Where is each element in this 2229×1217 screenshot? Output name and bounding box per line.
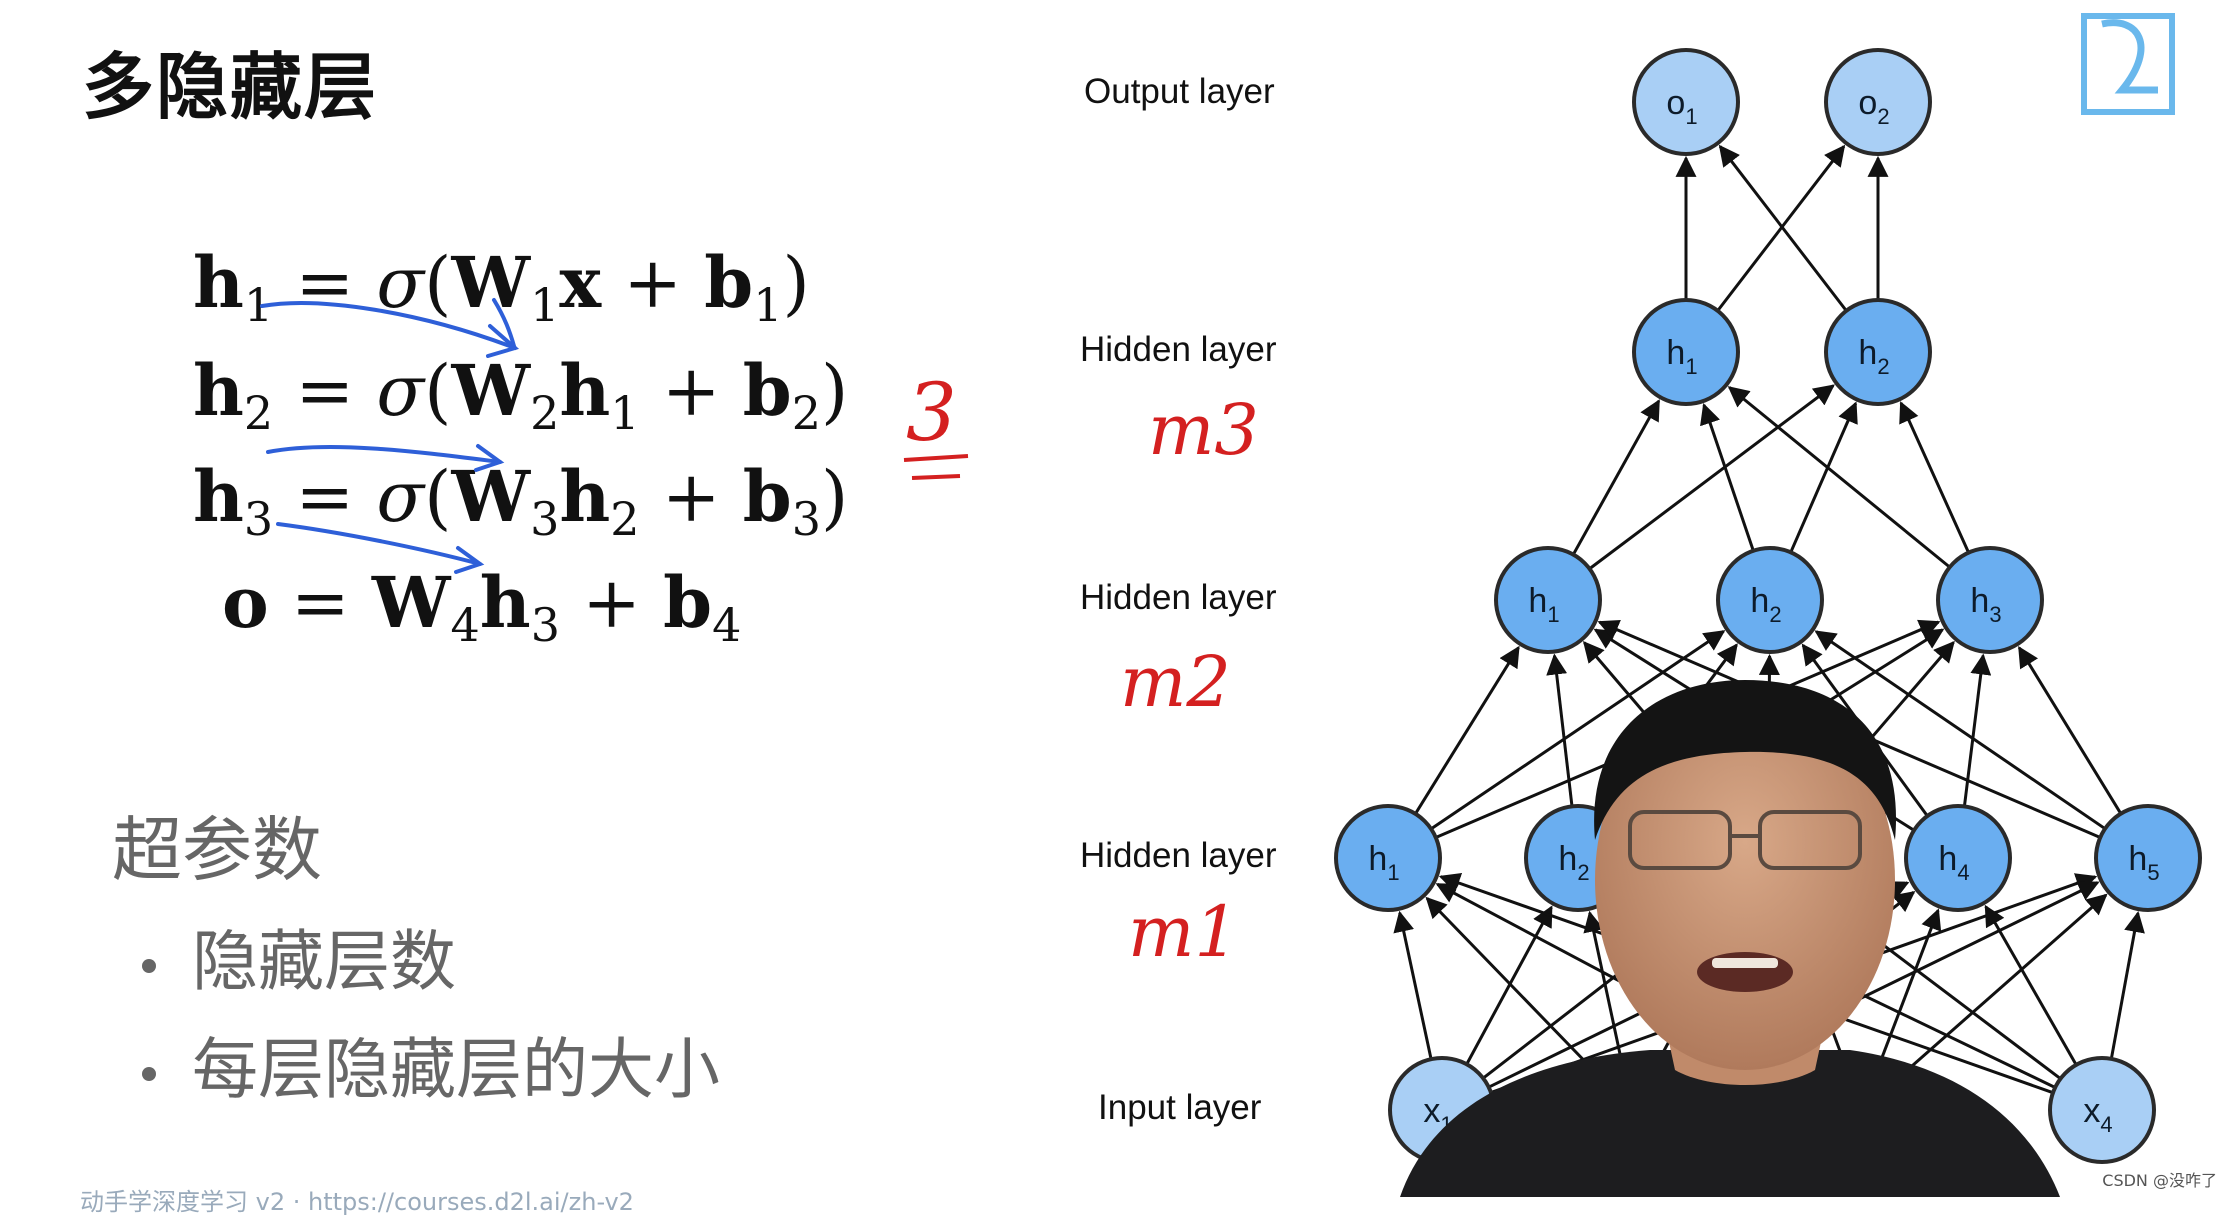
node-circle — [1826, 50, 1930, 154]
edge-hidden3-node-1-to-output-node-2 — [1718, 146, 1844, 310]
node-circle — [1718, 548, 1822, 652]
csdn-credit: CSDN @没咋了 — [2102, 1167, 2217, 1191]
hidden3-node-1: h1 — [1634, 300, 1738, 404]
footer-caption: 动手学深度学习 v2 · https://courses.d2l.ai/zh-v… — [80, 1182, 634, 1217]
node-circle — [1336, 806, 1440, 910]
hidden2-node-2: h2 — [1718, 548, 1822, 652]
handwriting: 3 m3 m2 m1 — [904, 366, 1259, 973]
edge-hidden2-node-3-to-hidden3-node-1 — [1729, 387, 1949, 567]
handwritten-m3: m3 — [1148, 389, 1259, 471]
handwritten-equals — [904, 456, 968, 478]
edge-input-node-4-to-hidden1-node-4 — [1986, 907, 2076, 1065]
handwritten-m1: m1 — [1128, 891, 1239, 973]
node-circle — [1634, 300, 1738, 404]
hidden1-node-5: h5 — [2096, 806, 2200, 910]
edge-input-node-1-to-hidden1-node-2 — [1467, 907, 1552, 1064]
edge-hidden3-node-2-to-output-node-1 — [1720, 146, 1846, 310]
video-logo-icon — [2078, 6, 2178, 118]
node-circle — [1826, 300, 1930, 404]
hidden2-node-1: h1 — [1496, 548, 1600, 652]
pen-arrow-3 — [278, 524, 480, 564]
presenter-video — [1400, 680, 2060, 1197]
edge-hidden2-node-3-to-hidden3-node-2 — [1901, 403, 1969, 553]
hidden1-node-1: h1 — [1336, 806, 1440, 910]
edge-hidden1-node-1-to-hidden2-node-1 — [1415, 648, 1518, 814]
hidden3-node-2: h2 — [1826, 300, 1930, 404]
hidden2-node-3: h3 — [1938, 548, 2042, 652]
pen-annotations — [262, 300, 515, 572]
handwritten-m2: m2 — [1120, 641, 1231, 723]
node-circle — [2050, 1058, 2154, 1162]
pen-arrow-2 — [268, 447, 500, 462]
output-node-1: o1 — [1634, 50, 1738, 154]
node-circle — [2096, 806, 2200, 910]
node-circle — [1938, 548, 2042, 652]
edge-hidden2-node-2-to-hidden3-node-2 — [1791, 403, 1856, 552]
presenter-teeth — [1712, 958, 1778, 968]
node-circle — [1496, 548, 1600, 652]
handwritten-three: 3 — [906, 366, 957, 459]
edge-input-node-1-to-hidden1-node-1 — [1400, 913, 1431, 1059]
hidden1-node-4: h4 — [1906, 806, 2010, 910]
pen-arrow-1 — [262, 303, 515, 348]
node-circle — [1906, 806, 2010, 910]
edge-input-node-4-to-hidden1-node-5 — [2111, 913, 2138, 1059]
input-node-4: x4 — [2050, 1058, 2154, 1162]
output-node-2: o2 — [1826, 50, 1930, 154]
node-circle — [1634, 50, 1738, 154]
edge-hidden1-node-5-to-hidden2-node-3 — [2019, 648, 2121, 814]
edge-hidden2-node-1-to-hidden3-node-1 — [1573, 401, 1658, 555]
